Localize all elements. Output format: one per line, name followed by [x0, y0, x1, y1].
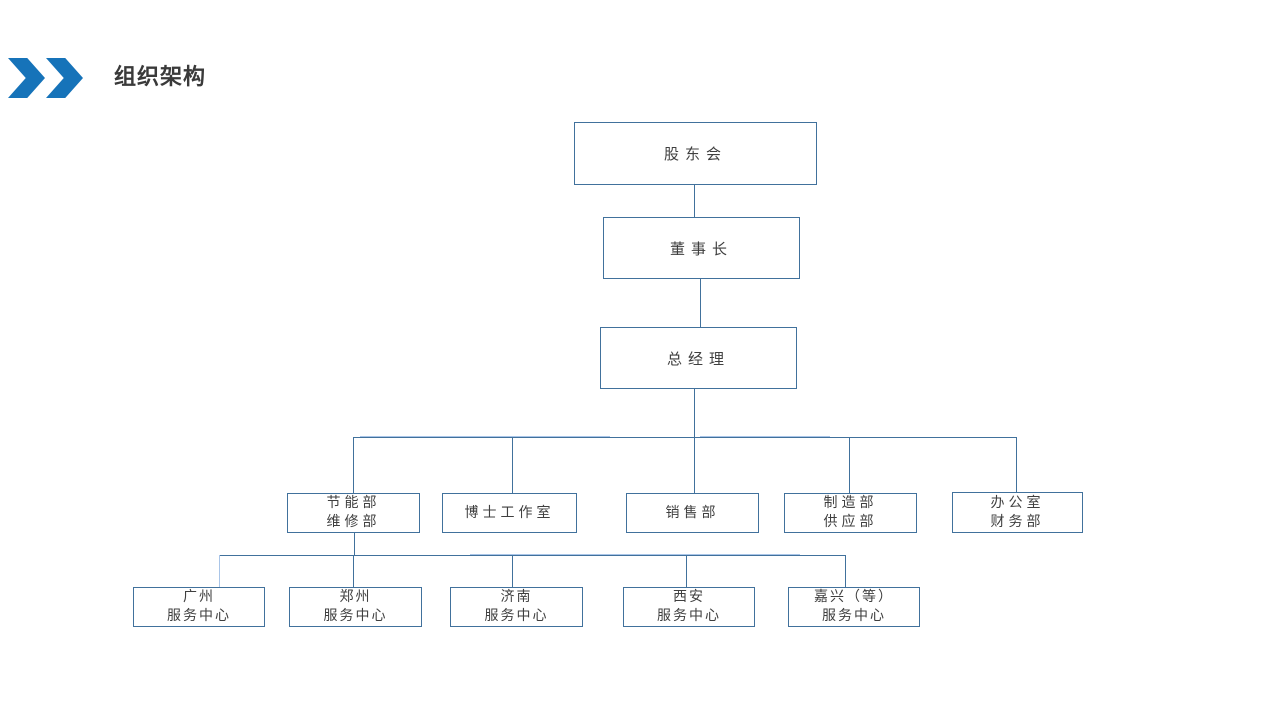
org-node-xian-center: 西安 服务中心: [623, 587, 755, 627]
page-title: 组织架构: [114, 65, 207, 90]
org-node-manufacturing-supply: 制造部 供应部: [784, 493, 917, 533]
org-node-chairman: 董事长: [603, 217, 800, 279]
org-node-label: 供应部: [823, 514, 878, 530]
org-node-shareholders: 股东会: [574, 122, 817, 185]
org-node-label: 董事长: [669, 239, 733, 258]
chevron-right-icon: [46, 58, 83, 98]
connector-line: [849, 437, 850, 493]
org-node-sales: 销售部: [626, 493, 759, 533]
connector-line: [694, 389, 695, 437]
connector-line: [694, 185, 695, 217]
org-node-label: 销售部: [665, 504, 720, 521]
org-node-label: 西安: [673, 589, 705, 605]
org-node-label: 制造部: [823, 495, 878, 511]
org-node-label: 济南: [500, 589, 533, 605]
org-node-jinan-center: 济南 服务中心: [450, 587, 583, 627]
org-node-label: 服务中心: [657, 608, 721, 624]
org-node-general-manager: 总经理: [600, 327, 797, 389]
org-node-label: 股东会: [663, 145, 727, 163]
connector-line: [219, 555, 220, 587]
connector-line: [686, 555, 687, 587]
connector-line: [694, 437, 695, 493]
org-node-office-finance: 办公室 财务部: [952, 492, 1083, 533]
org-node-jiaxing-center: 嘉兴（等） 服务中心: [788, 587, 920, 627]
connector-line: [353, 437, 354, 493]
org-node-label: 总经理: [666, 349, 730, 368]
org-node-label: 郑州: [339, 589, 372, 605]
double-chevron-icon: [8, 58, 83, 98]
slide-header: 组织架构: [8, 58, 206, 98]
connector-line: [700, 436, 830, 437]
org-node-doctor-studio: 博士工作室: [442, 493, 577, 533]
connector-line: [219, 555, 846, 556]
connector-line: [512, 437, 513, 493]
org-node-label: 维修部: [326, 514, 381, 530]
connector-line: [360, 436, 610, 437]
org-node-label: 服务中心: [484, 608, 549, 624]
connector-line: [470, 554, 800, 555]
connector-line: [845, 555, 846, 590]
org-node-label: 服务中心: [323, 608, 388, 624]
org-node-label: 办公室: [990, 494, 1045, 511]
connector-line: [700, 279, 701, 327]
connector-line: [353, 437, 1017, 438]
chevron-right-icon: [8, 58, 45, 98]
connector-line: [353, 555, 354, 587]
org-node-label: 服务中心: [167, 608, 231, 624]
org-node-label: 节能部: [326, 495, 381, 511]
org-node-label: 财务部: [990, 513, 1045, 530]
org-node-guangzhou-center: 广州 服务中心: [133, 587, 265, 627]
org-node-label: 服务中心: [822, 608, 886, 624]
org-node-label: 嘉兴（等）: [814, 589, 894, 605]
connector-line: [512, 555, 513, 587]
org-node-label: 博士工作室: [464, 504, 555, 521]
org-node-energy-maintenance: 节能部 维修部: [287, 493, 420, 533]
org-node-zhengzhou-center: 郑州 服务中心: [289, 587, 422, 627]
connector-line: [1016, 437, 1017, 492]
connector-line: [354, 533, 355, 555]
org-node-label: 广州: [183, 589, 215, 605]
